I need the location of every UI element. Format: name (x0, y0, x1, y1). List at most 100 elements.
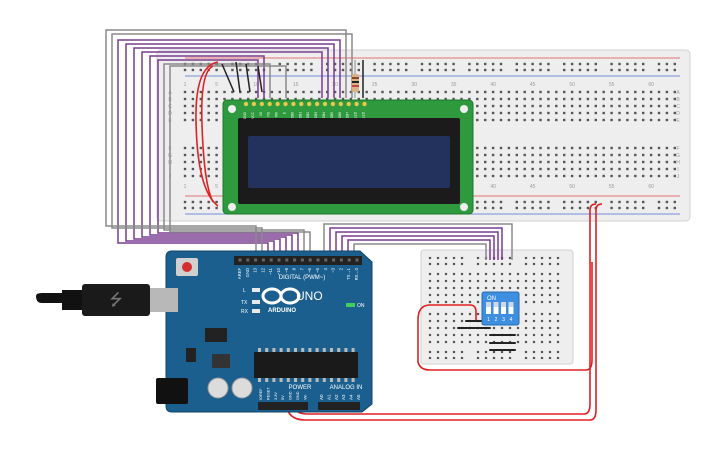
dc-power-jack[interactable] (156, 378, 188, 404)
lcd-pin-label: DB1 (298, 112, 302, 118)
lcd-pin-label: LED (354, 111, 358, 118)
column-number-top: 45 (530, 82, 536, 88)
row-label-right: D (676, 111, 680, 117)
row-label-right: I (677, 167, 678, 173)
digital-header-label: DIGITAL (PWM~) (279, 275, 326, 281)
reset-button[interactable] (176, 258, 198, 276)
dip-switch-lever[interactable] (493, 302, 499, 314)
board-model-label: UNO (296, 289, 323, 303)
digital-pin-label: RX←0 (354, 267, 359, 280)
row-label-right: E (676, 118, 680, 124)
lcd-pin-label: GND (243, 111, 247, 119)
on-led (346, 303, 355, 307)
lcd-pin[interactable] (299, 101, 304, 107)
lcd-pin[interactable] (283, 101, 288, 107)
lcd-pin[interactable] (330, 101, 336, 107)
lcd-pin[interactable] (338, 101, 343, 107)
gray-wires-left[interactable] (105, 29, 353, 262)
resistor[interactable] (352, 60, 364, 98)
dip-switch-lever[interactable] (501, 302, 506, 314)
capacitor-1 (207, 377, 229, 399)
lcd-pin-label: DB3 (314, 112, 318, 118)
lcd-pin-label: LED (362, 111, 366, 118)
lcd-pin-label: DB6 (338, 112, 342, 118)
digital-pin-label: TX→1 (346, 267, 351, 280)
digital-pin[interactable] (261, 258, 265, 262)
lcd-pin[interactable] (275, 101, 280, 107)
digital-pin[interactable] (332, 258, 336, 262)
digital-pin[interactable] (316, 258, 320, 262)
column-number-bottom: 50 (569, 184, 575, 190)
lcd-pin-label: RS (267, 112, 271, 116)
digital-pin-label: GND (245, 268, 250, 277)
digital-pin[interactable] (293, 258, 297, 262)
lcd-pin[interactable] (362, 101, 367, 107)
digital-pin-label: 2 (338, 267, 343, 270)
digital-pin[interactable] (277, 258, 281, 262)
analog-pin-label: A5 (356, 394, 361, 400)
digital-pin[interactable] (246, 258, 250, 262)
lcd-pin[interactable] (322, 101, 328, 107)
board-brand-label: ARDUINO (268, 308, 296, 314)
column-number-top: 20 (332, 82, 338, 88)
lcd-pin-label: VCC (251, 111, 255, 118)
digital-pin[interactable] (339, 258, 343, 262)
digital-pin[interactable] (285, 258, 289, 262)
dip-switch-lever[interactable] (508, 302, 514, 314)
analog-header[interactable] (318, 402, 360, 410)
row-label-right: F (676, 146, 679, 152)
usb-icon: ⭍ (109, 291, 122, 309)
lcd-pin[interactable] (251, 101, 257, 107)
row-label-right: G (676, 153, 680, 159)
digital-pin[interactable] (324, 258, 328, 262)
digital-pin-label: 13 (253, 267, 258, 272)
digital-pin[interactable] (254, 258, 258, 262)
atmega-chip (254, 348, 358, 382)
column-number-top: 55 (609, 82, 615, 88)
lcd-pin[interactable] (267, 101, 272, 107)
column-number-top: 5 (215, 82, 218, 88)
small-chip (186, 348, 196, 362)
dip-switch-number: 2 (495, 317, 498, 323)
power-header-label: POWER (289, 385, 312, 391)
usb-cable[interactable]: ⭍ (36, 284, 178, 316)
digital-pin[interactable] (347, 258, 351, 262)
digital-pin-label: AREF (237, 268, 242, 280)
column-number-bottom: 5 (215, 184, 218, 190)
power-header[interactable] (258, 402, 308, 410)
digital-pin-label: ~10 (276, 267, 281, 275)
lcd-pin[interactable] (346, 101, 351, 107)
lcd-pin[interactable] (243, 101, 249, 107)
analog-pin-label: A3 (341, 394, 346, 400)
voltage-regulator (212, 354, 230, 368)
lcd-pin[interactable] (291, 101, 296, 107)
lcd-pin[interactable] (314, 101, 320, 107)
dip-switch-number: 3 (502, 317, 505, 323)
lcd-screen (248, 136, 450, 188)
digital-pin[interactable] (355, 258, 359, 262)
power-pin-label: GND (296, 391, 300, 400)
dip-switch-lever[interactable] (486, 302, 491, 314)
digital-pin[interactable] (308, 258, 312, 262)
digital-pin[interactable] (300, 258, 304, 262)
arduino-digital-pins[interactable] (238, 258, 359, 262)
power-pin-label: 3.3V (274, 392, 278, 400)
lcd-pin[interactable] (354, 101, 359, 107)
power-pin-label: Vin (303, 395, 307, 400)
digital-pin[interactable] (238, 258, 242, 262)
column-number-bottom: 40 (490, 184, 496, 190)
column-number-top: 35 (451, 82, 457, 88)
lcd-pin[interactable] (259, 101, 264, 107)
lcd-pin[interactable] (307, 101, 312, 107)
digital-pin[interactable] (269, 258, 273, 262)
column-number-bottom: 60 (648, 184, 654, 190)
black-wires-top[interactable] (221, 61, 263, 93)
